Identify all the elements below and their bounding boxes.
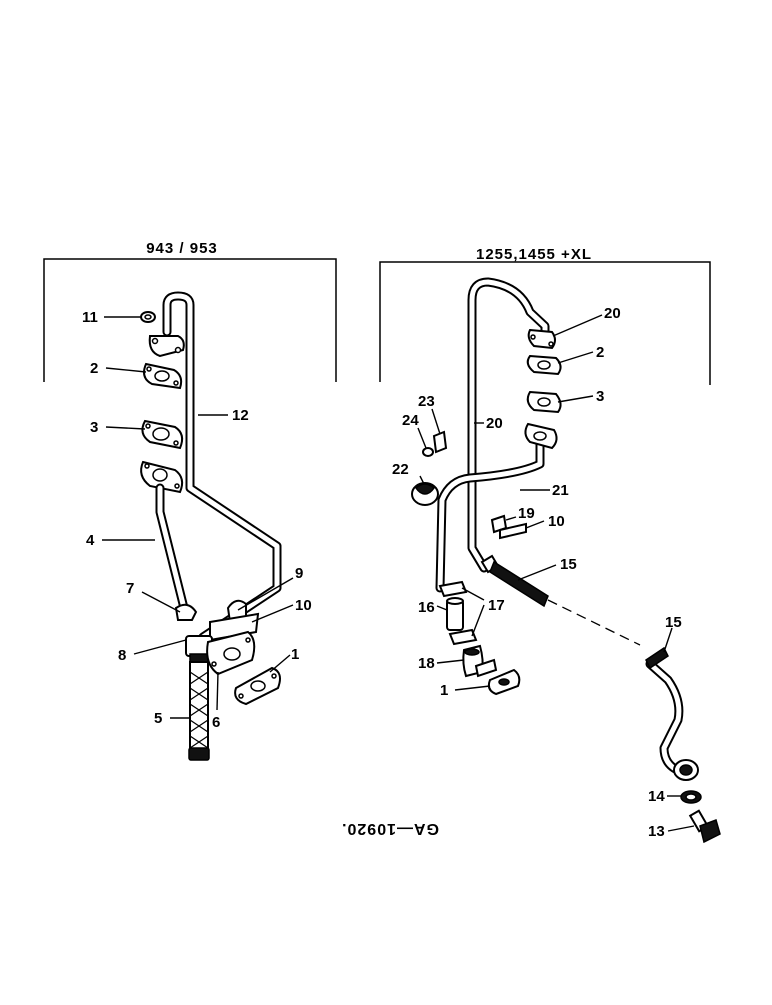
oil-pipe-12 — [162, 291, 282, 642]
callout-19: 19 — [518, 505, 535, 522]
callout-20-mid: 20 — [486, 415, 503, 432]
return-pipe-4 — [140, 460, 190, 617]
clamp-17-top — [438, 580, 468, 598]
gasket-3-right — [526, 390, 562, 414]
callout-3-right: 3 — [596, 388, 604, 405]
callout-2: 2 — [90, 360, 98, 377]
callout-22: 22 — [392, 461, 409, 478]
gasket-2 — [143, 362, 183, 390]
callout-15-upper: 15 — [560, 556, 577, 573]
callout-10-right: 10 — [548, 513, 565, 530]
hose-15-upper — [480, 554, 641, 646]
callout-21: 21 — [552, 482, 569, 499]
flange-6 — [206, 630, 256, 676]
callout-20-top: 20 — [604, 305, 621, 322]
callout-17: 17 — [488, 597, 505, 614]
left-leaders — [102, 316, 294, 719]
callout-18: 18 — [418, 655, 435, 672]
cap-22 — [411, 482, 439, 506]
banjo-fitting — [673, 759, 699, 781]
right-group-title: 1255,1455 +XL — [476, 246, 592, 263]
callout-11: 11 — [82, 309, 98, 326]
right-group-frame — [379, 261, 711, 385]
callout-6: 6 — [212, 714, 220, 731]
nut-24 — [422, 447, 434, 457]
hose-15-lower — [645, 646, 687, 777]
right-assembly: 1255,1455 +XL — [379, 246, 721, 844]
callout-3: 3 — [90, 419, 98, 436]
callout-10: 10 — [295, 597, 312, 614]
oil-pipe-21 — [435, 422, 558, 593]
clamp-7 — [174, 603, 198, 621]
clamp-17-bottom — [448, 628, 478, 646]
callout-24: 24 — [402, 412, 419, 429]
left-group-frame — [43, 258, 337, 382]
right-leaders — [417, 314, 695, 832]
gasket-1 — [234, 666, 281, 706]
adapter-18 — [462, 644, 498, 678]
left-group-title: 943 / 953 — [146, 240, 218, 257]
callout-7: 7 — [126, 580, 134, 597]
callout-13: 13 — [648, 823, 665, 840]
callout-2-right: 2 — [596, 344, 604, 361]
gasket-2-right — [526, 354, 562, 376]
braided-hose-5 — [188, 661, 210, 761]
callout-5: 5 — [154, 710, 162, 727]
oil-pipe-20 — [467, 277, 550, 573]
callout-16: 16 — [418, 599, 435, 616]
plate-10-right — [499, 522, 527, 540]
clip-23 — [432, 430, 448, 454]
banjo-bolt-13 — [688, 809, 721, 844]
washer-14 — [680, 790, 702, 804]
callout-14: 14 — [648, 788, 665, 805]
callout-4: 4 — [86, 532, 95, 549]
callout-1-right: 1 — [440, 682, 448, 699]
hose-16 — [446, 597, 464, 631]
pipe-flange — [148, 335, 185, 358]
callout-12: 12 — [232, 407, 249, 424]
callout-15-lower: 15 — [665, 614, 682, 631]
drawing-code: GA—10920. — [341, 820, 439, 837]
callout-23: 23 — [418, 393, 435, 410]
callout-8: 8 — [118, 647, 126, 664]
gasket-3 — [141, 419, 184, 450]
left-assembly: 943 / 953 — [43, 240, 337, 761]
gasket-1-right — [487, 668, 521, 696]
callout-9: 9 — [295, 565, 303, 582]
callout-1: 1 — [291, 646, 299, 663]
pipe-20-flange — [527, 328, 556, 350]
